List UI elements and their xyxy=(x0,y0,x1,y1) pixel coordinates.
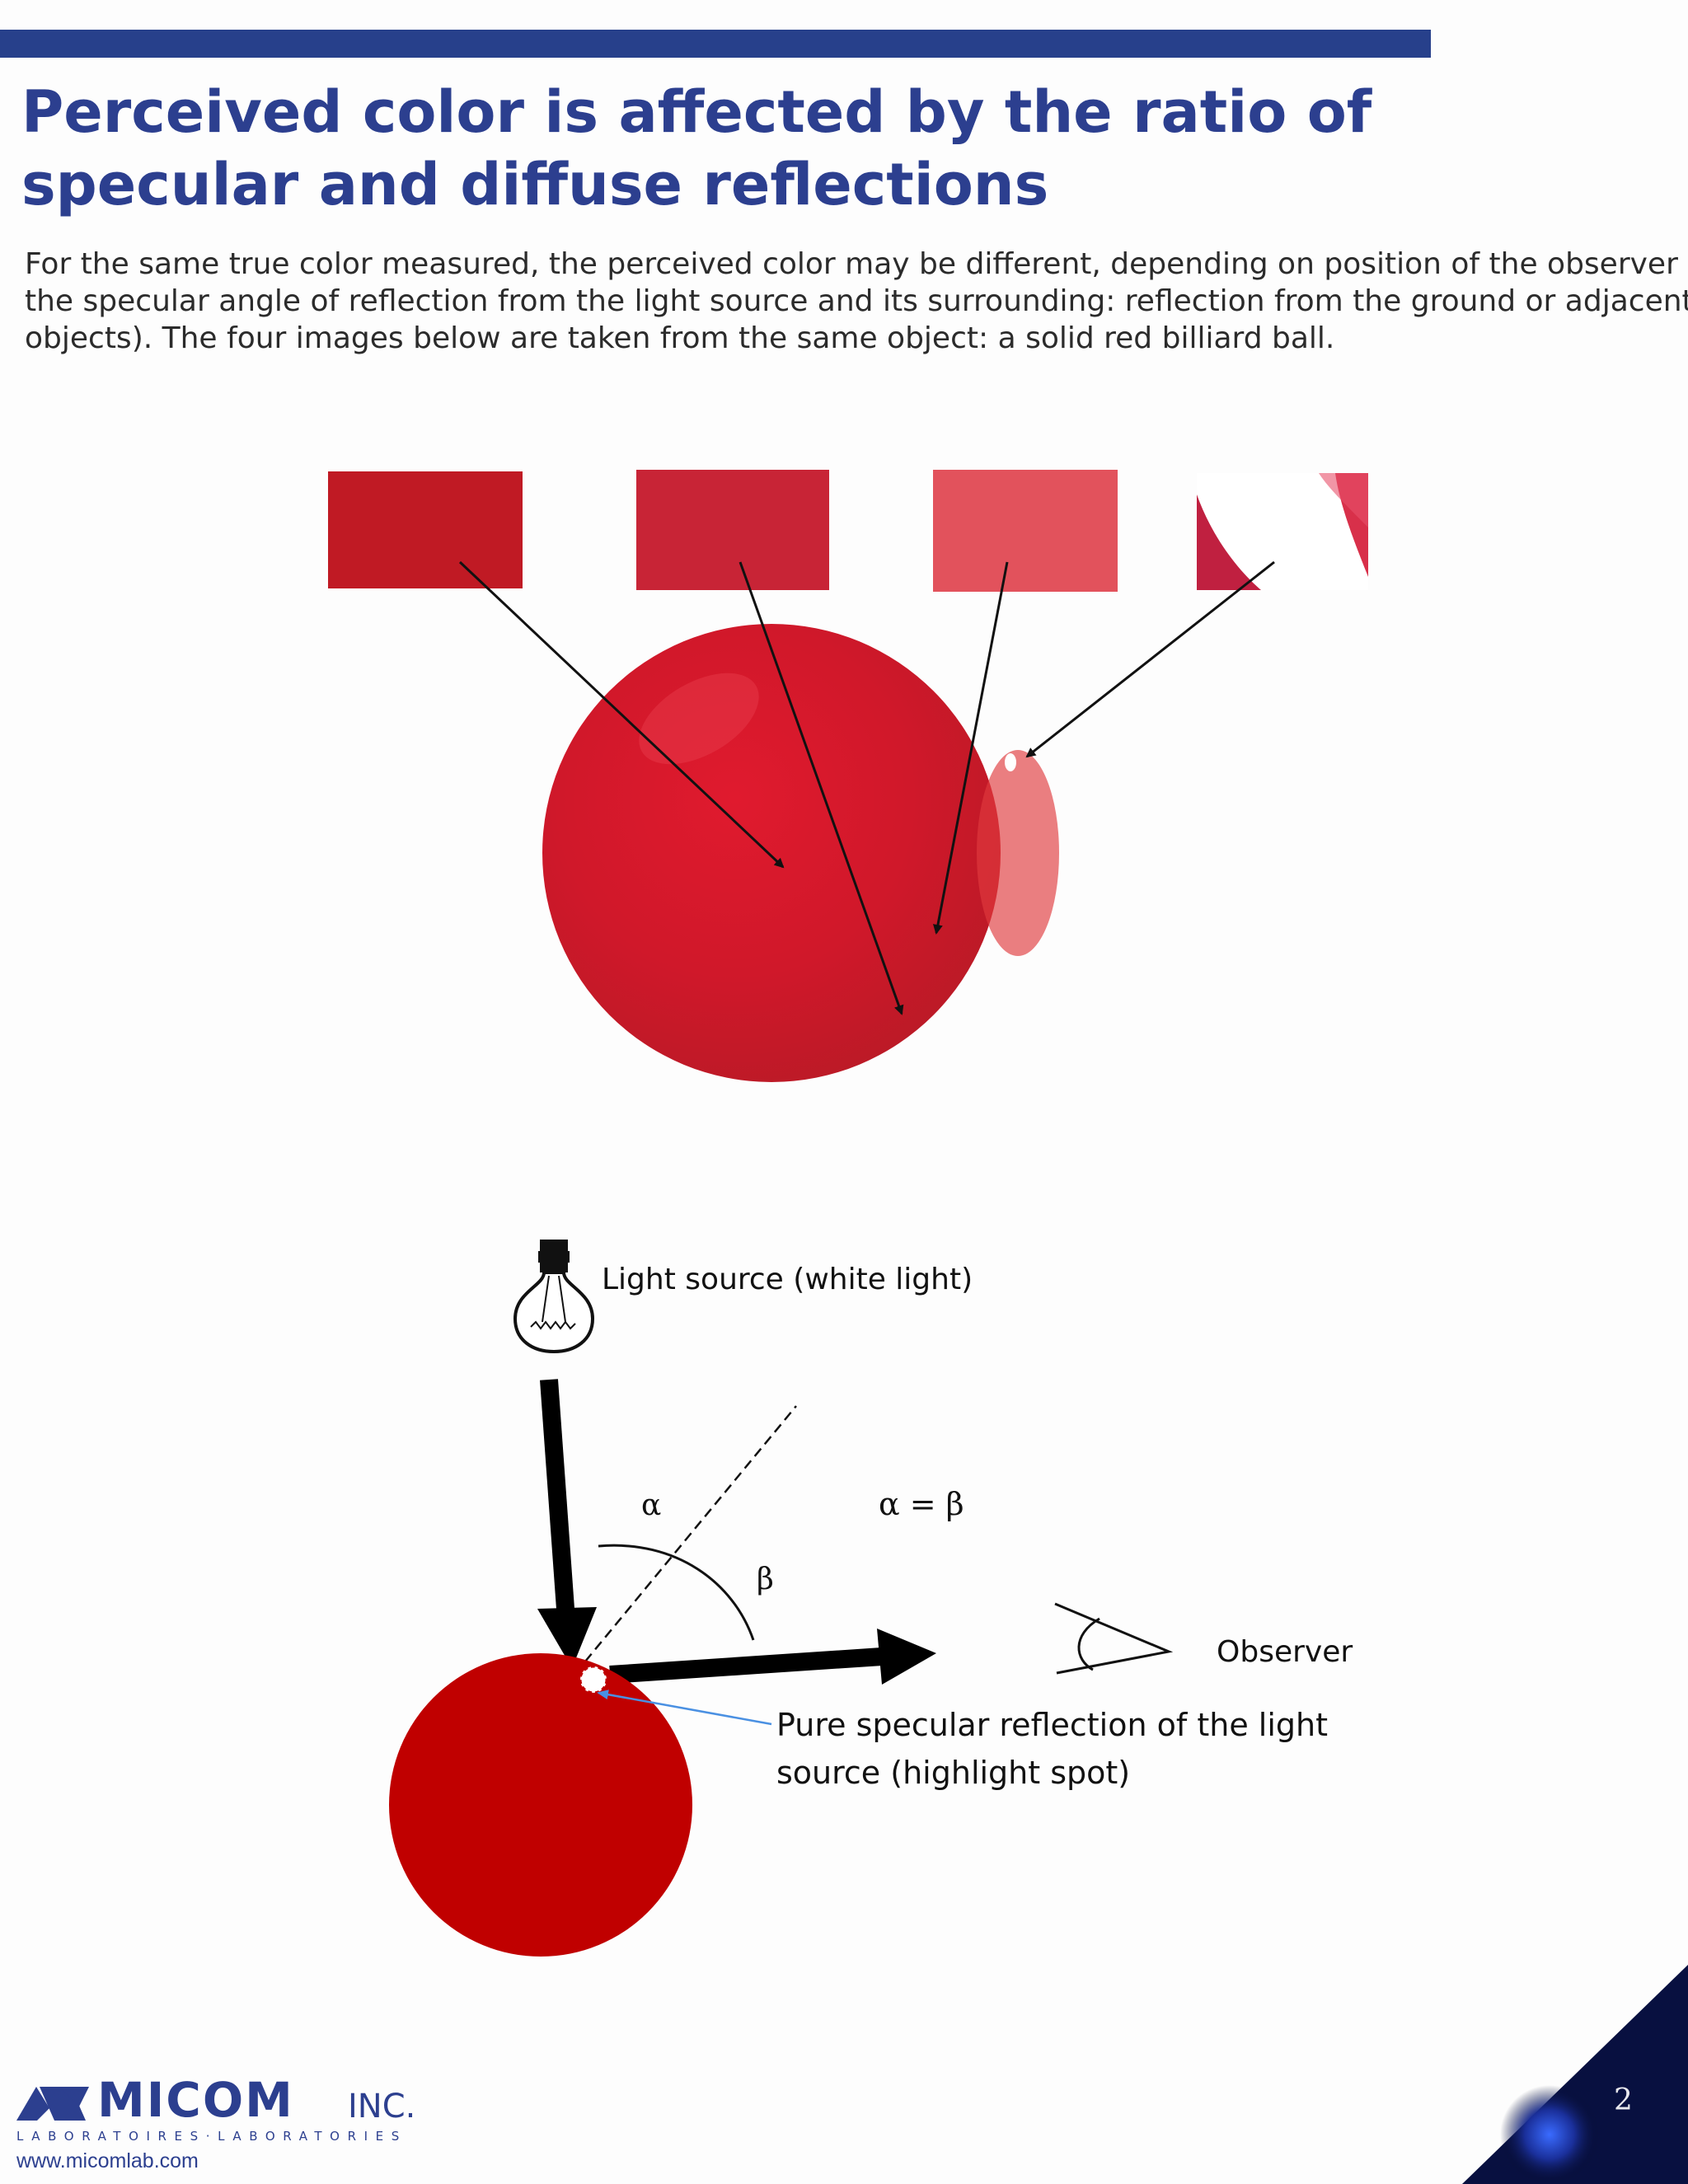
specular-label-line-2: source (highlight spot) xyxy=(776,1755,1130,1791)
intro-line-3: objects). The four images below are take… xyxy=(25,321,1335,355)
light-source-label: Light source (white light) xyxy=(602,1263,973,1296)
red-ball-diagram xyxy=(389,1653,692,1957)
incident-light-arrow xyxy=(537,1379,597,1668)
swatch-2 xyxy=(636,470,829,590)
reflected-light-arrow xyxy=(609,1629,936,1685)
arrow-swatch-1 xyxy=(458,560,785,869)
page-title: Perceived color is affected by the ratio… xyxy=(21,76,1423,221)
intro-line-2: the specular angle of reflection from th… xyxy=(25,284,1688,318)
header-accent-bar xyxy=(0,30,1431,58)
company-logo-suffix: INC. xyxy=(348,2088,416,2125)
angle-equation: α = β xyxy=(879,1486,964,1522)
page-title-line-2: specular and diffuse reflections xyxy=(21,151,1049,218)
alpha-label: α xyxy=(641,1488,661,1522)
observer-label: Observer xyxy=(1217,1635,1353,1669)
swatch-3 xyxy=(933,470,1118,592)
page-number: 2 xyxy=(1614,2083,1633,2117)
beta-label: β xyxy=(757,1563,774,1596)
intro-paragraph: For the same true color measured, the pe… xyxy=(25,246,1688,357)
page-title-line-1: Perceived color is affected by the ratio… xyxy=(21,78,1372,146)
highlight-pointer-arrow xyxy=(597,1690,772,1726)
specular-label-line-1: Pure specular reflection of the light xyxy=(776,1707,1328,1743)
arrow-swatch-3 xyxy=(932,561,1009,935)
angle-arc xyxy=(598,1544,755,1641)
website-link[interactable]: www.micomlab.com xyxy=(16,2149,199,2172)
observer-eye-icon xyxy=(1054,1602,1174,1675)
normal-line xyxy=(584,1405,797,1662)
swatch-4 xyxy=(1197,473,1368,590)
company-tagline: LABORATOIRES·LABORATORIES xyxy=(16,2129,407,2144)
micom-logo-mark xyxy=(16,2087,89,2121)
company-logo-text: MICOM xyxy=(97,2072,294,2128)
arrow-swatch-2 xyxy=(738,561,904,1015)
light-bulb-icon xyxy=(513,1240,595,1354)
highlight-spot xyxy=(579,1665,608,1694)
corner-decoration xyxy=(1462,1965,1688,2184)
swatch-1 xyxy=(328,471,523,588)
intro-line-1: For the same true color measured, the pe… xyxy=(25,247,1688,281)
arrow-swatch-4 xyxy=(1025,560,1275,758)
